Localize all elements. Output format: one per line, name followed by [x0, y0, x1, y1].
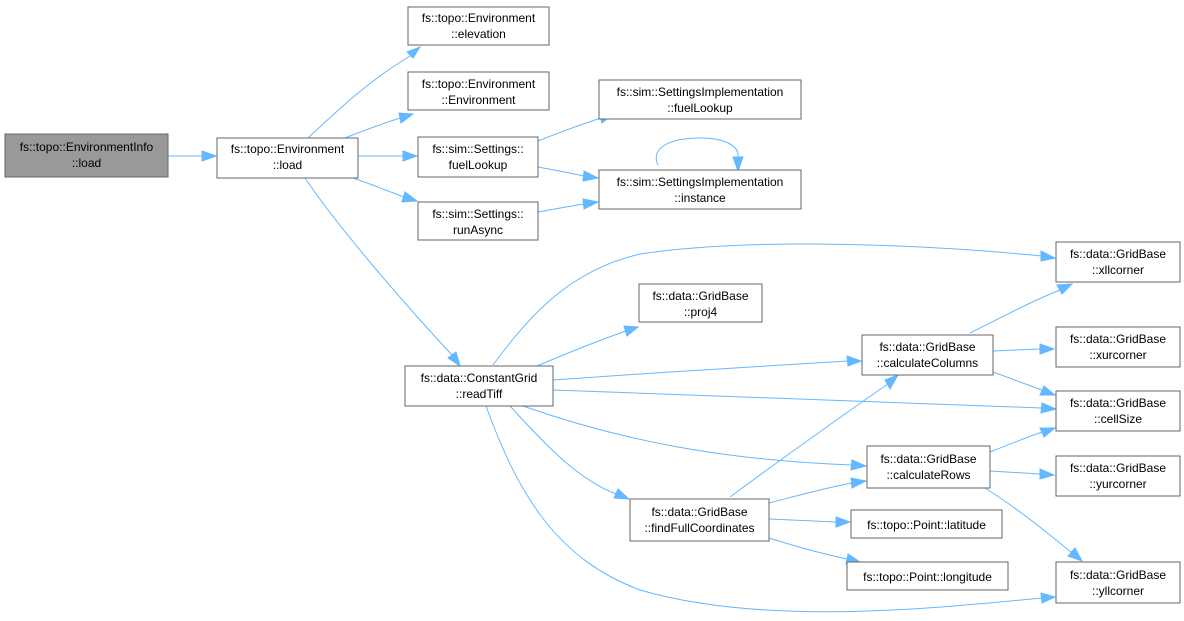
node-label-line1: fs::topo::Point::longitude	[863, 570, 992, 584]
node-label-line2: ::findFullCoordinates	[644, 521, 754, 535]
node-gridbase-findfullcoordinates[interactable]: fs::data::GridBase ::findFullCoordinates	[629, 498, 770, 542]
node-point-latitude[interactable]: fs::topo::Point::latitude	[850, 509, 1003, 539]
node-label-line1: fs::data::ConstantGrid	[421, 371, 538, 385]
node-label-line2: ::cellSize	[1094, 412, 1142, 426]
node-label-line1: fs::sim::Settings::	[432, 207, 523, 221]
edge-calculatecolumns-to-xurcorner	[992, 343, 1056, 355]
node-label-line1: fs::topo::Environment	[231, 142, 345, 156]
node-label-line1: fs::topo::Environment	[422, 77, 536, 91]
node-label-line2: fuelLookup	[449, 158, 508, 172]
node-label-line2: ::fuelLookup	[667, 101, 733, 115]
node-gridbase-proj4[interactable]: fs::data::GridBase ::proj4	[638, 283, 763, 323]
edge-calculatecolumns-to-cellsize	[992, 371, 1057, 396]
edge-readtiff-to-cellsize	[552, 389, 1058, 414]
node-environmentinfo-load[interactable]: fs::topo::EnvironmentInfo ::load	[4, 133, 169, 178]
node-label-line1: fs::data::GridBase	[1070, 461, 1166, 475]
node-label-line1: fs::data::GridBase	[1070, 396, 1166, 410]
edge-findfullcoordinates-to-calculatecolumns	[729, 374, 900, 498]
node-settingsimpl-fuellookup[interactable]: fs::sim::SettingsImplementation ::fuelLo…	[598, 79, 802, 120]
node-label-line2: ::calculateColumns	[877, 356, 978, 370]
node-label-line1: fs::data::GridBase	[1070, 568, 1166, 582]
edge-calculatecolumns-to-xllcorner	[969, 283, 1074, 334]
edge-calculaterows-to-cellsize	[989, 427, 1057, 453]
node-label-line2: ::instance	[674, 191, 726, 205]
edge-settings-runasync-to-impl-instance	[537, 198, 600, 213]
edge-env-load-to-settings-runasync	[349, 176, 419, 203]
edge-env-load-to-elevation	[307, 45, 422, 139]
edge-env-load-to-environment	[344, 112, 415, 139]
edge-readtiff-to-calculaterows	[522, 405, 868, 471]
node-gridbase-yllcorner[interactable]: fs::data::GridBase ::yllcorner	[1055, 561, 1181, 604]
node-environment-elevation[interactable]: fs::topo::Environment ::elevation	[407, 6, 550, 46]
node-label-line1: fs::sim::Settings::	[432, 142, 523, 156]
node-label-line2: ::xurcorner	[1089, 348, 1146, 362]
node-gridbase-cellsize[interactable]: fs::data::GridBase ::cellSize	[1055, 390, 1181, 432]
edge-env-load-to-readtiff	[304, 177, 461, 368]
edge-findfullcoordinates-to-longitude	[768, 537, 862, 565]
node-label-line2: ::readTiff	[456, 387, 503, 401]
node-label-line2: ::xllcorner	[1092, 263, 1144, 277]
node-label-line1: fs::topo::Point::latitude	[867, 518, 986, 532]
node-label-line2: ::proj4	[684, 305, 718, 319]
node-settings-runasync[interactable]: fs::sim::Settings:: runAsync	[417, 201, 539, 241]
node-label-line1: fs::topo::EnvironmentInfo	[20, 140, 154, 154]
node-gridbase-xllcorner[interactable]: fs::data::GridBase ::xllcorner	[1055, 241, 1181, 283]
edge-calculaterows-to-yllcorner	[984, 487, 1084, 562]
node-settings-fuellookup[interactable]: fs::sim::Settings:: fuelLookup	[417, 136, 539, 178]
node-label-line1: fs::sim::SettingsImplementation	[617, 175, 784, 189]
edge-readtiff-to-findfullcoordinates	[509, 405, 631, 500]
node-label-line2: ::load	[273, 158, 302, 172]
node-label-line2: ::load	[72, 156, 101, 170]
node-label-line1: fs::data::GridBase	[651, 505, 747, 519]
edge-readtiff-to-yllcorner	[485, 405, 1057, 613]
edge-findfullcoordinates-to-calculaterows	[768, 477, 868, 504]
node-label-line2: ::yurcorner	[1089, 477, 1146, 491]
node-label-line1: fs::sim::SettingsImplementation	[617, 85, 784, 99]
node-label-line1: fs::data::GridBase	[1070, 332, 1166, 346]
edge-findfullcoordinates-to-latitude	[768, 516, 852, 528]
node-environment-load[interactable]: fs::topo::Environment ::load	[216, 137, 359, 179]
node-gridbase-xurcorner[interactable]: fs::data::GridBase ::xurcorner	[1055, 326, 1181, 368]
edge-settings-fuellookup-to-impl-instance	[537, 166, 600, 182]
edge-impl-instance-self-loop	[655, 137, 744, 173]
node-environment-environment[interactable]: fs::topo::Environment ::Environment	[407, 71, 550, 111]
node-label-line2: ::Environment	[441, 93, 516, 107]
node-label-line1: fs::topo::Environment	[422, 11, 536, 25]
node-label-line2: ::elevation	[451, 27, 506, 41]
node-label-line1: fs::data::GridBase	[652, 289, 748, 303]
node-constantgrid-readtiff[interactable]: fs::data::ConstantGrid ::readTiff	[404, 365, 554, 407]
node-point-longitude[interactable]: fs::topo::Point::longitude	[846, 561, 1009, 591]
node-label-line2: ::calculateRows	[886, 468, 970, 482]
edge-readtiff-to-proj4	[536, 325, 640, 367]
node-label-line1: fs::data::GridBase	[880, 452, 976, 466]
node-settingsimpl-instance[interactable]: fs::sim::SettingsImplementation ::instan…	[598, 169, 802, 210]
node-label-line2: runAsync	[453, 223, 503, 237]
edge-env-load-to-settings-fuellookup	[358, 150, 419, 162]
node-gridbase-calculatecolumns[interactable]: fs::data::GridBase ::calculateColumns	[861, 334, 994, 376]
edge-calculaterows-to-yurcorner	[989, 468, 1056, 480]
node-label-line1: fs::data::GridBase	[879, 340, 975, 354]
node-gridbase-yurcorner[interactable]: fs::data::GridBase ::yurcorner	[1055, 455, 1181, 497]
node-gridbase-calculaterows[interactable]: fs::data::GridBase ::calculateRows	[866, 445, 991, 489]
edge-readtiff-to-xllcorner	[492, 243, 1057, 366]
node-label-line2: ::yllcorner	[1092, 584, 1144, 598]
edge-readtiff-to-calculatecolumns	[552, 355, 863, 381]
node-label-line1: fs::data::GridBase	[1070, 247, 1166, 261]
edge-envinfo-load-to-env-load	[168, 150, 218, 162]
